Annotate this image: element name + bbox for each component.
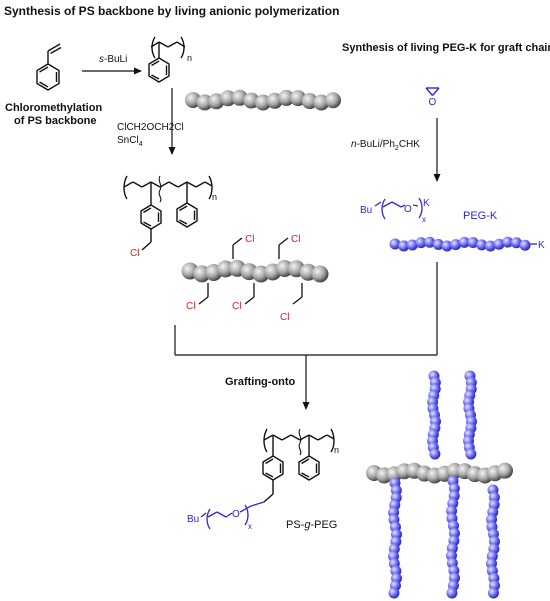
peg-section-title: Synthesis of living PEG-K for graft chai… — [342, 42, 550, 54]
cl-label-down-1: Cl — [186, 301, 195, 312]
peg-k-bead-chain — [389, 236, 531, 252]
ps-backbone-bead — [278, 89, 295, 106]
ps-g-peg-subscript-n: n — [334, 445, 339, 455]
main-title: Synthesis of PS backbone by living anion… — [4, 4, 339, 18]
cl-label-down-2: Cl — [232, 301, 241, 312]
peg-k-label: PEG-K — [463, 210, 498, 222]
ps-backbone-bead — [220, 90, 236, 107]
ps-backbone-bead — [325, 92, 341, 109]
peg-bu: Bu — [360, 205, 372, 216]
chloromethylated-ps-structure — [123, 175, 213, 251]
chloromethyl-side-groups — [198, 237, 303, 305]
polystyrene-repeat-unit — [148, 36, 186, 83]
peg-k: K — [423, 198, 430, 209]
styrene-monomer — [36, 43, 62, 91]
ps-backbone-bead — [255, 94, 271, 111]
ethylene-oxide-monomer — [425, 87, 440, 96]
ps-g-peg-peg-side-chain — [200, 501, 265, 530]
graft-peg-chain-down-2 — [446, 475, 460, 599]
cl-label-up-2: Cl — [291, 234, 300, 245]
graft-peg-chain-up-2 — [463, 370, 477, 460]
graft-ps-backbone — [366, 462, 513, 484]
peg-k-structure — [374, 197, 423, 220]
peg-k-bead — [450, 239, 462, 251]
ps-backbone-bead-chain — [185, 89, 341, 111]
ps-backbone-bead — [196, 94, 213, 111]
grafting-onto-label: Grafting-onto — [225, 376, 296, 388]
peg-k-bead — [398, 240, 410, 252]
chloromethylated-bead — [276, 260, 294, 278]
reagent-sncl4: SnCl4 — [117, 135, 143, 148]
peg-subscript-x: x — [422, 215, 426, 224]
chloromethylation-label-line1: Chloromethylation — [5, 102, 102, 114]
peg-k-bead — [502, 236, 514, 248]
graft-peg-bead — [388, 587, 400, 599]
peg-o: O — [404, 204, 412, 215]
product-label: PS-g-PEG — [286, 519, 337, 531]
peg-k-bead — [406, 239, 418, 251]
peg-k-bead — [424, 236, 436, 248]
ps-g-peg-bu: Bu — [187, 514, 199, 525]
peg-k-bead-k: K — [538, 240, 545, 251]
peg-k-bead — [519, 239, 531, 251]
reagent-nbuli-ph2chk: n-BuLi/Ph2CHK — [351, 139, 420, 152]
ethylene-oxide-o: O — [429, 97, 437, 108]
peg-k-bead — [493, 238, 505, 250]
peg-k-bead — [484, 240, 496, 252]
reagent-clch2ocH2cl: ClCH2OCH2Cl — [117, 122, 184, 133]
chloromethylated-bead — [311, 265, 329, 283]
ps-g-peg-structure — [262, 428, 335, 503]
cl-label-up-1: Cl — [245, 234, 254, 245]
peg-k-bead — [389, 238, 401, 250]
peg-k-bead — [458, 236, 470, 248]
chloromethylated-subscript-n: n — [212, 192, 217, 202]
ps-g-peg-o: O — [232, 509, 240, 520]
graft-peg-bead — [446, 587, 458, 599]
graft-backbone-bead — [497, 462, 513, 479]
peg-k-bead — [467, 236, 479, 248]
peg-k-bead — [441, 240, 453, 252]
graft-peg-chain-down-3 — [486, 484, 500, 599]
graft-peg-bead — [429, 448, 441, 460]
ps-subscript-n: n — [187, 53, 192, 63]
peg-k-bead — [510, 237, 522, 249]
cl-label-down-3: Cl — [280, 312, 289, 323]
graft-peg-chain-down-1 — [388, 477, 402, 599]
graft-peg-bead — [487, 587, 499, 599]
ps-backbone-bead — [301, 93, 318, 110]
graft-copolymer-bead-model — [366, 370, 513, 599]
peg-k-bead — [415, 237, 427, 249]
chloromethylation-label-line2: of PS backbone — [14, 115, 97, 127]
graft-peg-bead — [465, 448, 477, 460]
reagent-sbuli: s-BuLi — [99, 54, 127, 65]
peg-k-bead — [432, 238, 444, 250]
chloromethylated-bead-chain — [181, 259, 329, 283]
peg-k-bead — [476, 239, 488, 251]
cl-label-chloromethyl: Cl — [130, 248, 139, 259]
graft-peg-chain-up-1 — [427, 370, 441, 460]
ps-g-peg-subscript-x: x — [248, 522, 252, 531]
